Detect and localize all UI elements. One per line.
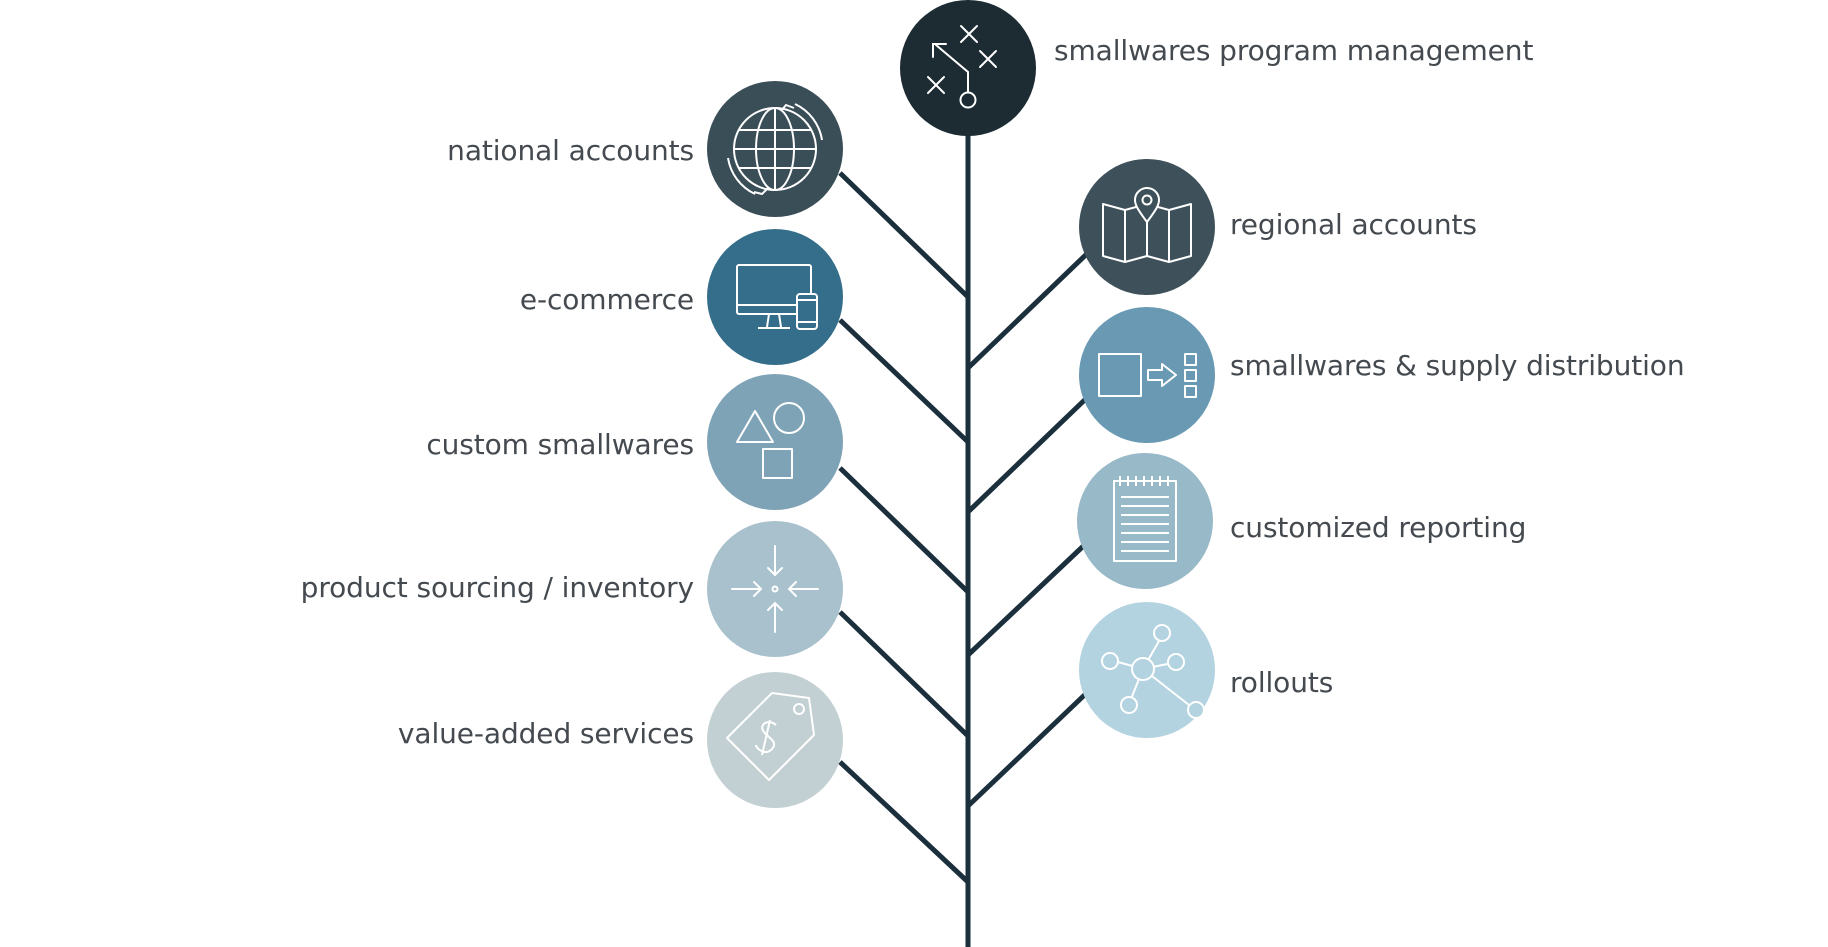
left-node-label-2: e-commerce: [519, 283, 694, 316]
branch-right-2: [966, 388, 1097, 514]
node-left-3: [707, 374, 843, 510]
left-node-label-3: custom smallwares: [426, 428, 694, 461]
tree-branches: [838, 110, 1097, 947]
node-right-3-circle: [1077, 453, 1213, 589]
node-left-4-circle: [707, 521, 843, 657]
node-left-1: [707, 81, 843, 217]
distribution-icon: [1098, 353, 1197, 398]
node-root-circle: [900, 0, 1036, 136]
node-left-2: [707, 229, 843, 365]
price-tag-icon: [726, 692, 815, 781]
left-node-label-4: product sourcing / inventory: [300, 571, 694, 604]
node-left-5: [707, 672, 843, 808]
branch-left-2: [838, 318, 970, 444]
strategy-play-icon: [927, 25, 997, 109]
right-node-label-1: regional accounts: [1230, 208, 1477, 241]
left-node-label-5: value-added services: [397, 717, 694, 750]
network-icon: [1101, 624, 1205, 719]
branch-left-5: [838, 760, 970, 884]
node-right-2: [1079, 307, 1215, 443]
notepad-icon: [1113, 476, 1177, 562]
node-left-4: [707, 521, 843, 657]
globe-icon: [727, 103, 823, 196]
right-node-label-3: customized reporting: [1230, 511, 1527, 544]
map-pin-icon: [1102, 187, 1192, 263]
branch-right-1: [966, 244, 1097, 370]
node-root: [900, 0, 1036, 136]
converge-arrows-icon: [731, 545, 819, 633]
branch-left-4: [838, 610, 970, 738]
node-right-1: [1079, 159, 1215, 295]
left-node-label-1: national accounts: [447, 134, 694, 167]
branch-right-3: [966, 533, 1097, 657]
right-node-label-2: smallwares & supply distribution: [1230, 349, 1685, 382]
branch-left-1: [838, 171, 970, 299]
node-left-3-circle: [707, 374, 843, 510]
shapes-icon: [736, 402, 805, 479]
branch-left-3: [838, 466, 970, 594]
root-label: smallwares program management: [1054, 34, 1534, 67]
right-node-label-4: rollouts: [1230, 666, 1334, 699]
node-right-3: [1077, 453, 1213, 589]
desktop-mobile-icon: [736, 264, 818, 330]
branch-right-4: [966, 683, 1097, 808]
node-left-2-circle: [707, 229, 843, 365]
node-right-4: [1079, 602, 1215, 738]
node-left-5-circle: [707, 672, 843, 808]
